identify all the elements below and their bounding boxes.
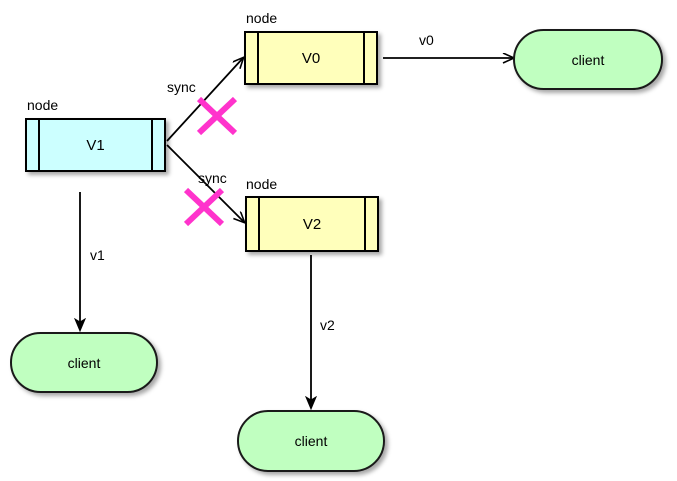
client-box-v0[interactable]: client <box>513 29 663 90</box>
edge-label-v1: v1 <box>90 247 105 263</box>
sync-blocked-x-icon-1 <box>196 96 238 136</box>
node-v1-segment-divider-right <box>151 120 153 170</box>
edge-label-v0: v0 <box>419 32 434 48</box>
node-label-v1: V1 <box>86 136 105 154</box>
client-label-v0: client <box>571 51 605 68</box>
node-caption-v1: node <box>27 97 59 113</box>
node-box-v2[interactable]: V2 <box>245 196 379 252</box>
node-v1-segment-divider-left <box>38 120 40 170</box>
node-v0-segment-divider-right <box>363 33 365 83</box>
edge-label-v2: v2 <box>320 317 335 333</box>
node-box-v1[interactable]: V1 <box>25 118 166 172</box>
client-label-v2: client <box>294 433 328 449</box>
client-label-v1: client <box>67 354 101 371</box>
edge-label-sync-v2: sync <box>198 170 227 186</box>
edge-v1-to-v2 <box>166 144 244 222</box>
node-caption-v2: node <box>246 176 278 192</box>
client-box-v2[interactable]: client <box>237 410 385 472</box>
node-v0-segment-divider-left <box>257 33 259 83</box>
edge-label-sync-v0: sync <box>167 79 196 95</box>
edge-v1-to-v0 <box>166 58 243 142</box>
node-label-v0: V0 <box>301 49 321 67</box>
node-caption-v0: node <box>246 10 278 26</box>
node-label-v2: V2 <box>302 215 322 233</box>
node-box-v0[interactable]: V0 <box>244 31 378 85</box>
sync-blocked-x-icon-2 <box>183 187 225 227</box>
node-v2-segment-divider-right <box>364 198 366 250</box>
node-v2-segment-divider-left <box>258 198 260 250</box>
client-box-v1[interactable]: client <box>10 332 158 393</box>
